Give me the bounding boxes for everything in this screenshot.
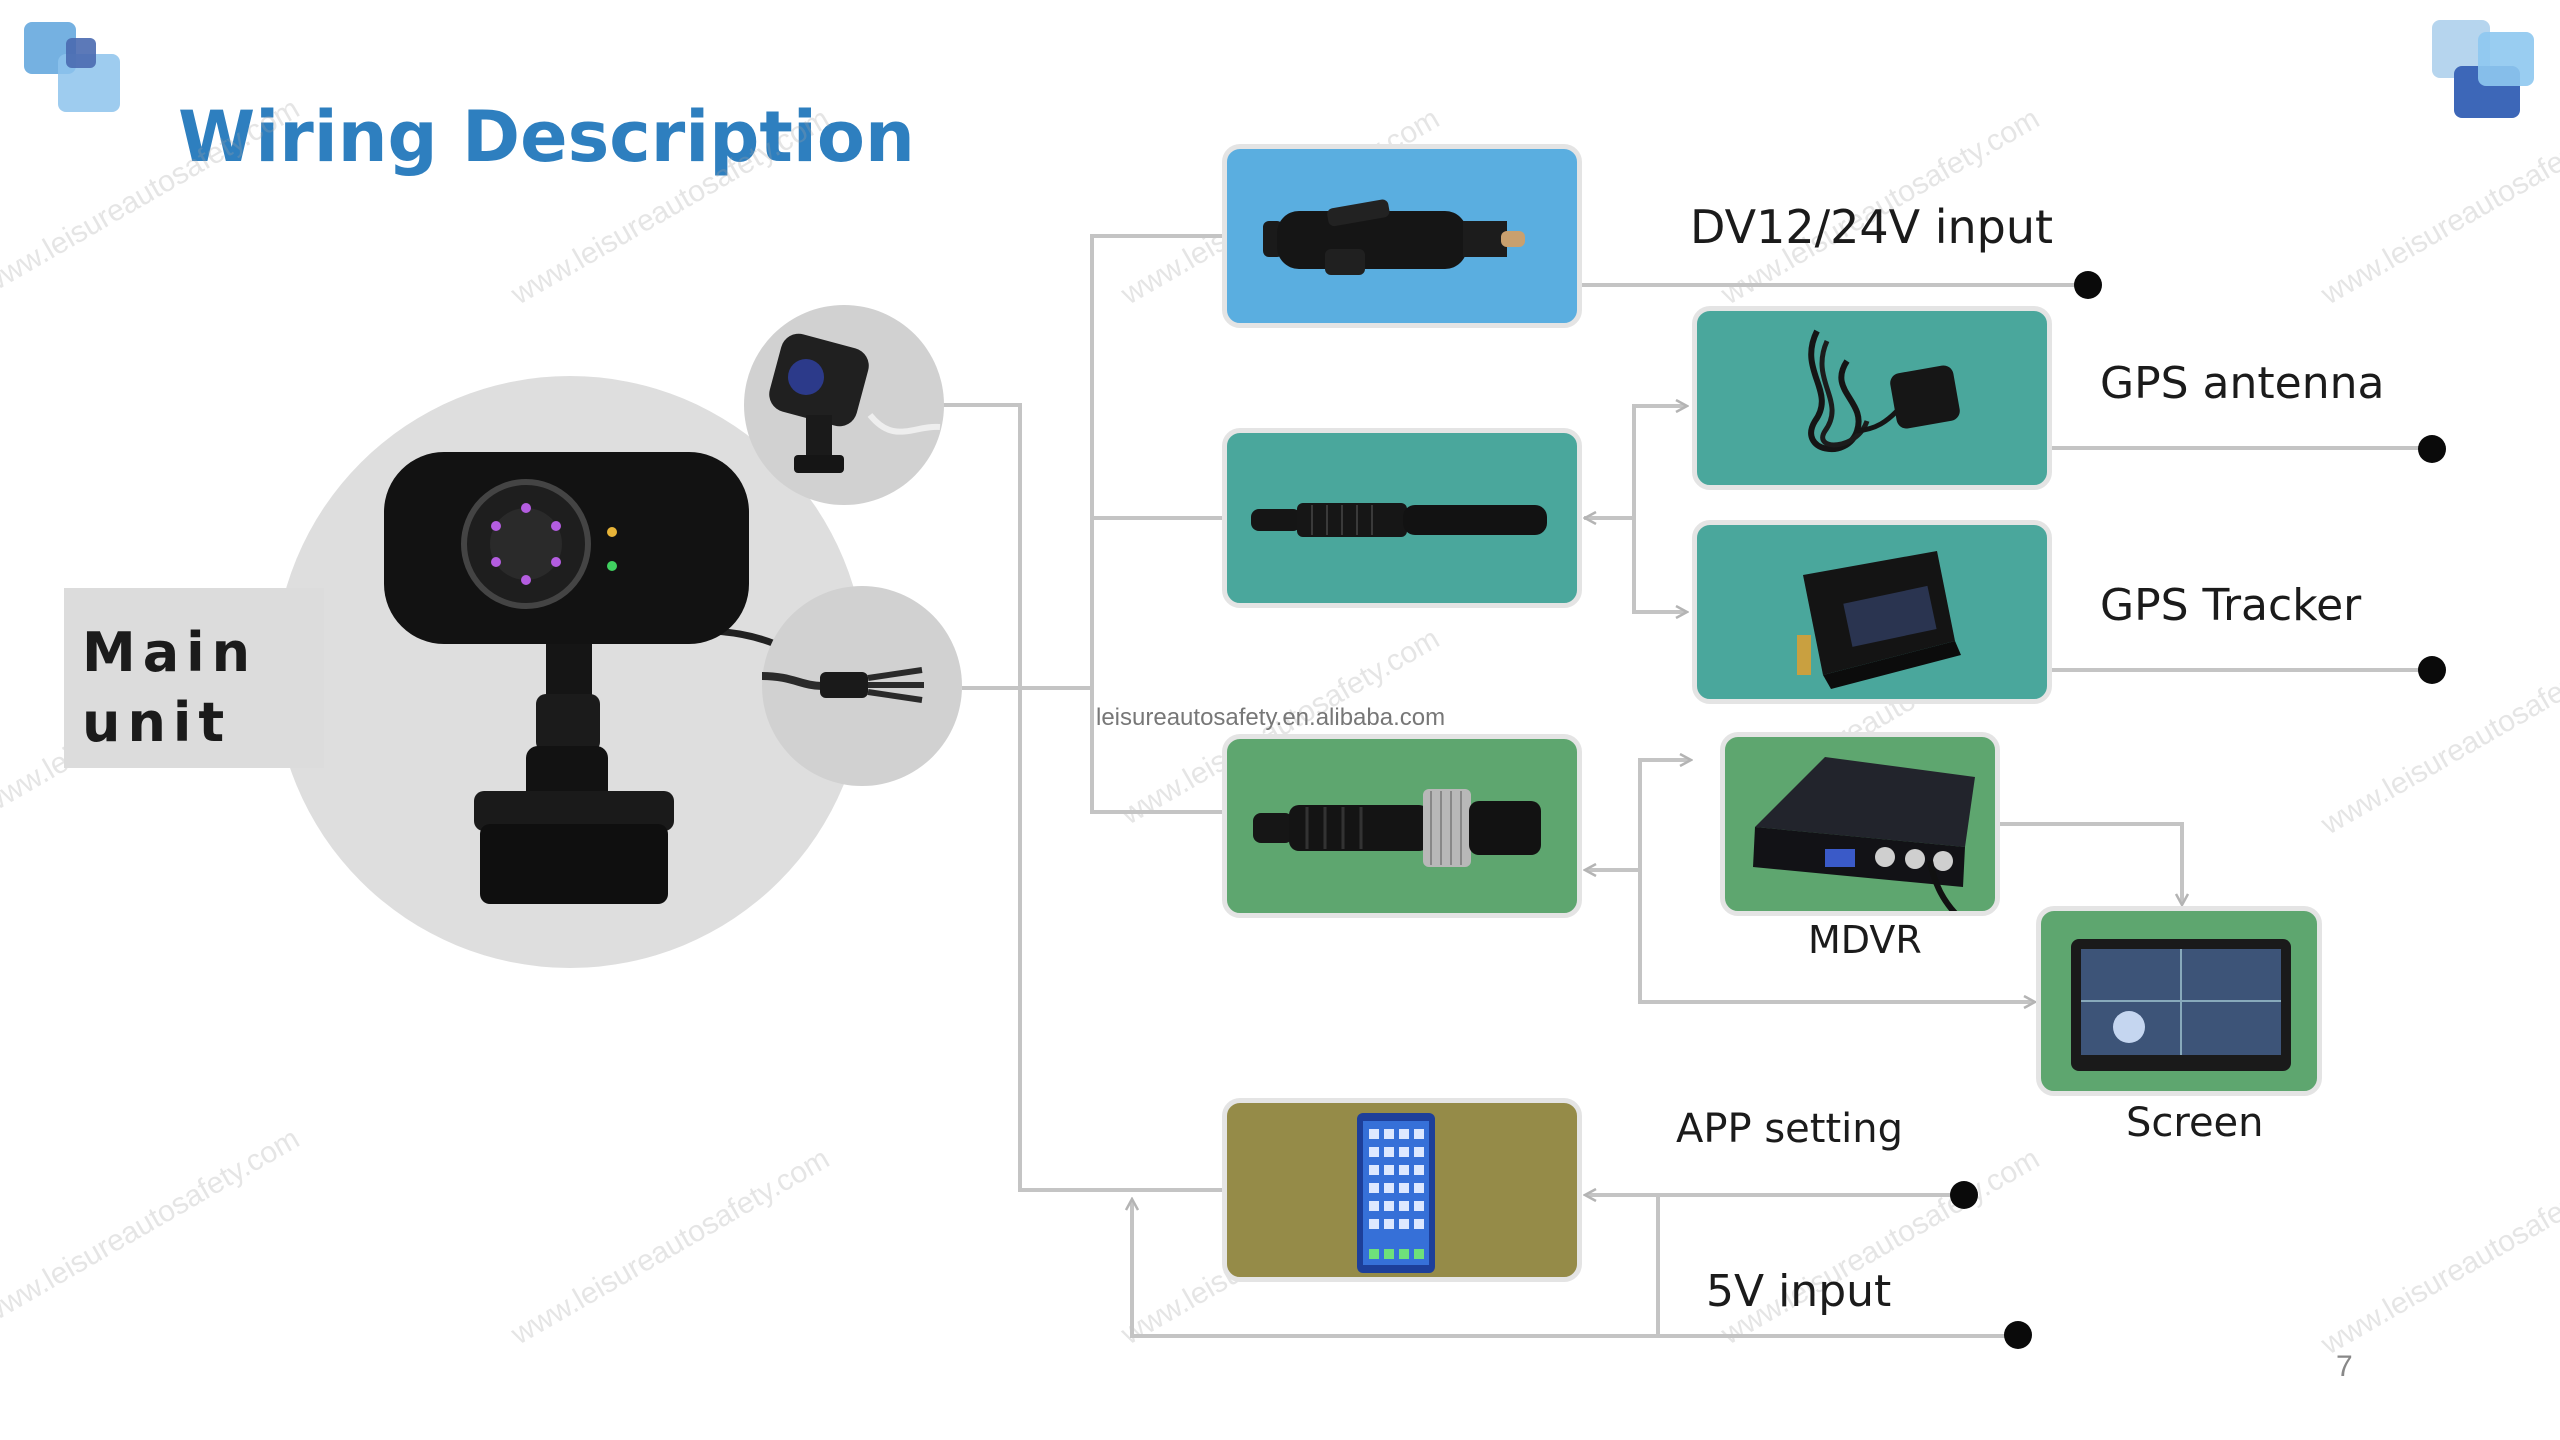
screen-label: Screen: [2126, 1100, 2264, 1146]
gps-antenna-icon: [1808, 329, 1960, 452]
cigarette-lighter-plug-icon: [1263, 199, 1525, 275]
four-pin-card: [1222, 734, 1582, 918]
terminal-dot: [1950, 1181, 1978, 1209]
gps-antenna-card: [1692, 306, 2052, 490]
cigarette-plug-card: [1222, 144, 1582, 328]
mdvr-label: MDVR: [1808, 918, 1922, 962]
main-unit-label: Main unit: [82, 618, 257, 758]
monitor-icon: [2071, 939, 2291, 1071]
page-number: 7: [2336, 1350, 2353, 1383]
mdvr-card: [1720, 732, 2000, 916]
gps-tracker-card: [1692, 520, 2052, 704]
terminal-dot: [2004, 1321, 2032, 1349]
smartphone-icon: [1357, 1113, 1435, 1273]
gps-antenna-label: GPS antenna: [2100, 358, 2385, 409]
rear-camera-icon: [769, 333, 941, 473]
gps-tracker-icon: [1797, 551, 1961, 689]
main-unit-line-2: unit: [82, 691, 232, 754]
source-caption: leisureautosafety.en.alibaba.com: [1096, 704, 1446, 731]
screen-card: [2036, 906, 2322, 1096]
five-v-input-label: 5V input: [1706, 1266, 1892, 1317]
mdvr-icon: [1753, 757, 1975, 911]
main-unit-line-1: Main: [82, 621, 258, 684]
terminal-dot: [2074, 271, 2102, 299]
terminal-dot: [2418, 656, 2446, 684]
dv-input-label: DV12/24V input: [1690, 200, 2054, 254]
camera-icon: [384, 452, 860, 904]
connector-card: [1222, 428, 1582, 608]
aviation-connector-icon: [1251, 503, 1547, 537]
main-unit-label-box: [64, 588, 324, 768]
harness-icon: [762, 667, 924, 703]
terminal-dot: [2418, 435, 2446, 463]
logo-right-icon: [2432, 20, 2534, 118]
app-setting-label: APP setting: [1676, 1106, 1903, 1152]
page-title: Wiring Description: [178, 96, 915, 178]
logo-left-icon: [24, 22, 120, 112]
gps-tracker-label: GPS Tracker: [2100, 580, 2362, 631]
phone-card: [1222, 1098, 1582, 1282]
four-pin-connector-icon: [1253, 789, 1541, 867]
